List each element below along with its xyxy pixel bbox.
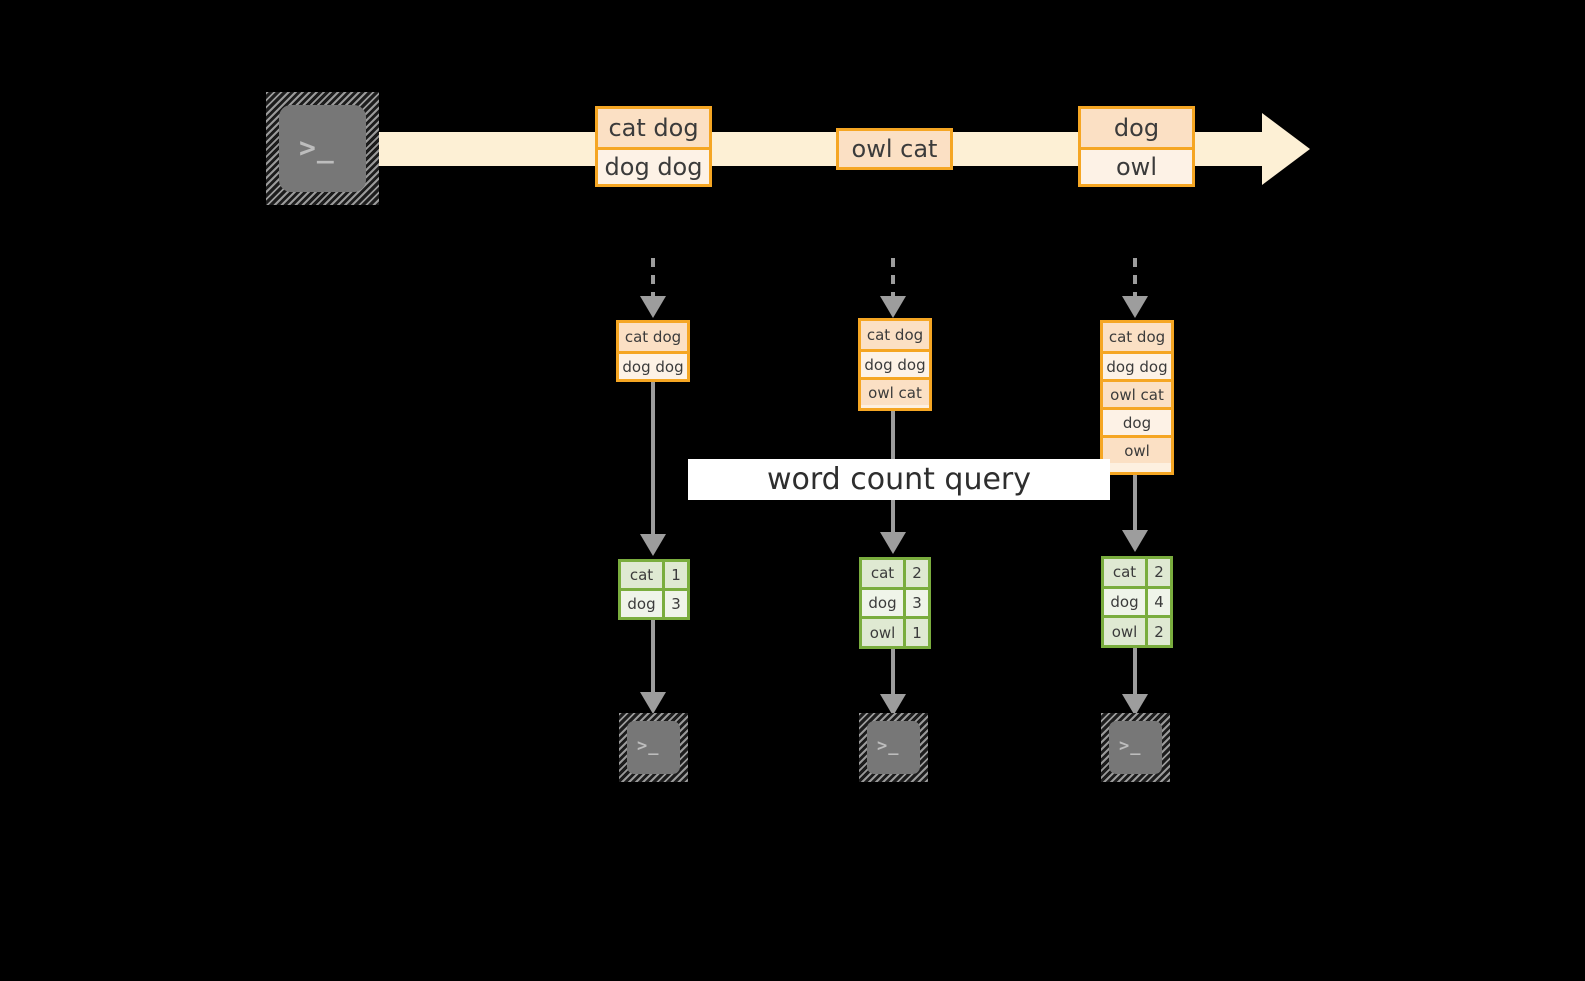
snapshot-arrow-1-head <box>640 296 666 318</box>
word-cell: dog <box>862 589 906 617</box>
query-arrow-3-line <box>1133 475 1137 530</box>
stream-record-1: cat dog dog dog <box>595 106 712 187</box>
sink-arrow-3-line <box>1133 648 1137 694</box>
snapshot-line: dog <box>1103 407 1171 435</box>
stream-direction-arrowhead <box>1262 113 1310 185</box>
terminal-prompt-glyph: >_ <box>877 736 900 756</box>
terminal-prompt-glyph: >_ <box>637 736 660 756</box>
table-row: cat 1 <box>621 562 687 588</box>
word-cell: cat <box>621 562 665 588</box>
table-row: dog 3 <box>621 588 687 617</box>
snapshot-3: cat dog dog dog owl cat dog owl <box>1100 320 1174 475</box>
sink-arrow-1-head <box>640 692 666 714</box>
count-cell: 1 <box>665 562 687 588</box>
terminal-body <box>1109 721 1162 774</box>
table-row: owl 2 <box>1104 615 1170 646</box>
stream-record-3: dog owl <box>1078 106 1195 187</box>
query-label: word count query <box>688 459 1110 500</box>
word-cell: dog <box>1104 588 1148 616</box>
snapshot-line: owl cat <box>1103 379 1171 407</box>
snapshot-line: cat dog <box>1103 323 1171 351</box>
table-row: owl 1 <box>862 616 928 647</box>
count-cell: 3 <box>906 589 928 617</box>
terminal-body <box>627 721 680 774</box>
snapshot-arrow-2-line <box>891 258 895 296</box>
snapshot-line: dog dog <box>861 349 929 377</box>
query-arrow-2-head <box>880 532 906 554</box>
stream-record-2: owl cat <box>836 128 953 170</box>
record-line: cat dog <box>598 109 709 147</box>
terminal-body <box>279 105 366 192</box>
snapshot-arrow-3-head <box>1122 296 1148 318</box>
table-row: cat 2 <box>1104 559 1170 586</box>
count-cell: 1 <box>906 619 928 647</box>
snapshot-arrow-1-line <box>651 258 655 296</box>
table-row: dog 3 <box>862 586 928 617</box>
snapshot-line: cat dog <box>619 323 687 351</box>
source-terminal-icon[interactable]: >_ <box>266 92 379 205</box>
sink-terminal-2[interactable]: >_ <box>859 713 928 782</box>
count-cell: 4 <box>1148 588 1170 616</box>
snapshot-line: dog dog <box>619 351 687 379</box>
count-cell: 3 <box>665 591 687 617</box>
query-arrow-3-head <box>1122 530 1148 552</box>
terminal-body <box>867 721 920 774</box>
count-cell: 2 <box>1148 559 1170 586</box>
word-cell: cat <box>1104 559 1148 586</box>
word-cell: cat <box>862 560 906 587</box>
sink-arrow-2-head <box>880 694 906 716</box>
word-cell: owl <box>1104 618 1148 646</box>
snapshot-arrow-3-line <box>1133 258 1137 296</box>
table-row: dog 4 <box>1104 585 1170 616</box>
snapshot-2: cat dog dog dog owl cat <box>858 318 932 411</box>
snapshot-line: dog dog <box>1103 351 1171 379</box>
record-line: owl cat <box>839 131 950 167</box>
record-line: dog <box>1081 109 1192 147</box>
count-cell: 2 <box>906 560 928 587</box>
table-row: cat 2 <box>862 560 928 587</box>
query-arrow-1-head <box>640 534 666 556</box>
result-table-2: cat 2 dog 3 owl 1 <box>859 557 931 649</box>
word-cell: owl <box>862 619 906 647</box>
sink-terminal-3[interactable]: >_ <box>1101 713 1170 782</box>
snapshot-1: cat dog dog dog <box>616 320 690 382</box>
sink-arrow-2-line <box>891 649 895 694</box>
sink-arrow-1-line <box>651 620 655 692</box>
result-table-3: cat 2 dog 4 owl 2 <box>1101 556 1173 648</box>
result-table-1: cat 1 dog 3 <box>618 559 690 620</box>
record-line: owl <box>1081 146 1192 184</box>
sink-terminal-1[interactable]: >_ <box>619 713 688 782</box>
terminal-prompt-glyph: >_ <box>299 131 335 164</box>
sink-arrow-3-head <box>1122 694 1148 716</box>
terminal-prompt-glyph: >_ <box>1119 736 1142 756</box>
record-line: dog dog <box>598 146 709 184</box>
snapshot-line: owl <box>1103 435 1171 463</box>
count-cell: 2 <box>1148 618 1170 646</box>
query-arrow-1-line <box>651 382 655 534</box>
snapshot-arrow-2-head <box>880 296 906 318</box>
snapshot-line: cat dog <box>861 321 929 349</box>
word-cell: dog <box>621 591 665 617</box>
snapshot-line: owl cat <box>861 377 929 405</box>
